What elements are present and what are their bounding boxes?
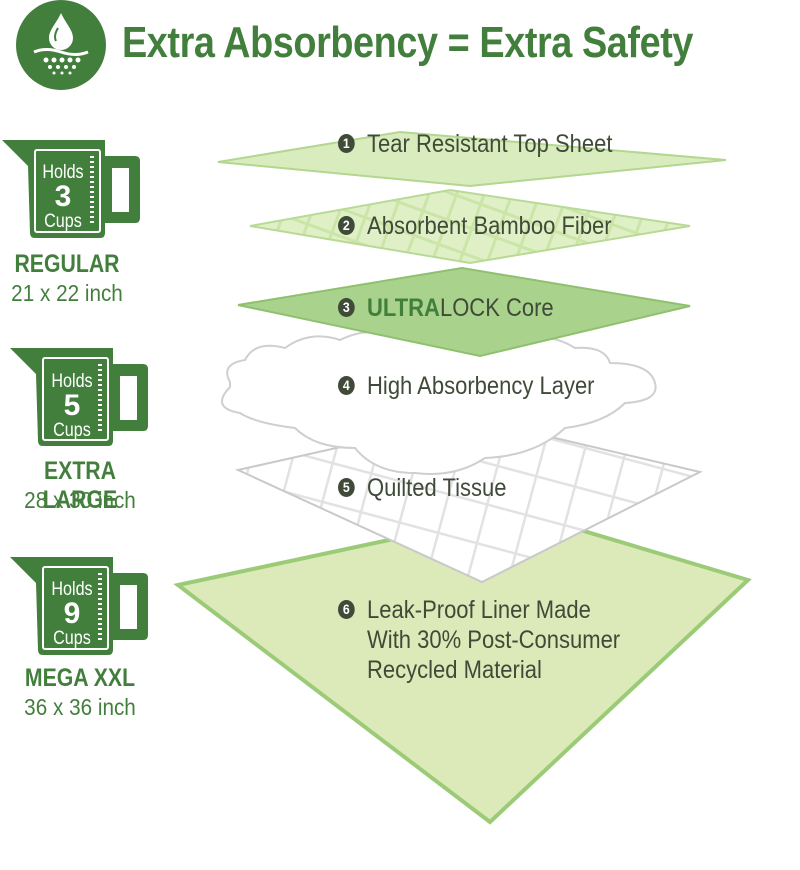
- layer-2-bamboo-fiber: [249, 188, 691, 265]
- size-dimensions: 28 x 30 inch: [24, 487, 136, 513]
- layer-4-absorbency-cloud: [221, 330, 657, 475]
- measuring-cup-icon: [10, 348, 148, 446]
- measuring-cup-icon: [10, 557, 148, 655]
- water-drop-absorb-icon: [16, 0, 106, 90]
- page-title: Extra Absorbency = Extra Safety: [122, 18, 693, 67]
- layer-3-core: [237, 266, 691, 358]
- size-dimensions: 36 x 36 inch: [24, 694, 136, 720]
- size-name: MEGA XXL: [24, 664, 136, 692]
- size-name: REGULAR: [14, 250, 120, 278]
- size-name: EXTRA LARGE: [42, 457, 118, 514]
- size-dimensions: 21 x 22 inch: [11, 280, 123, 306]
- measuring-cup-icon: [2, 140, 140, 238]
